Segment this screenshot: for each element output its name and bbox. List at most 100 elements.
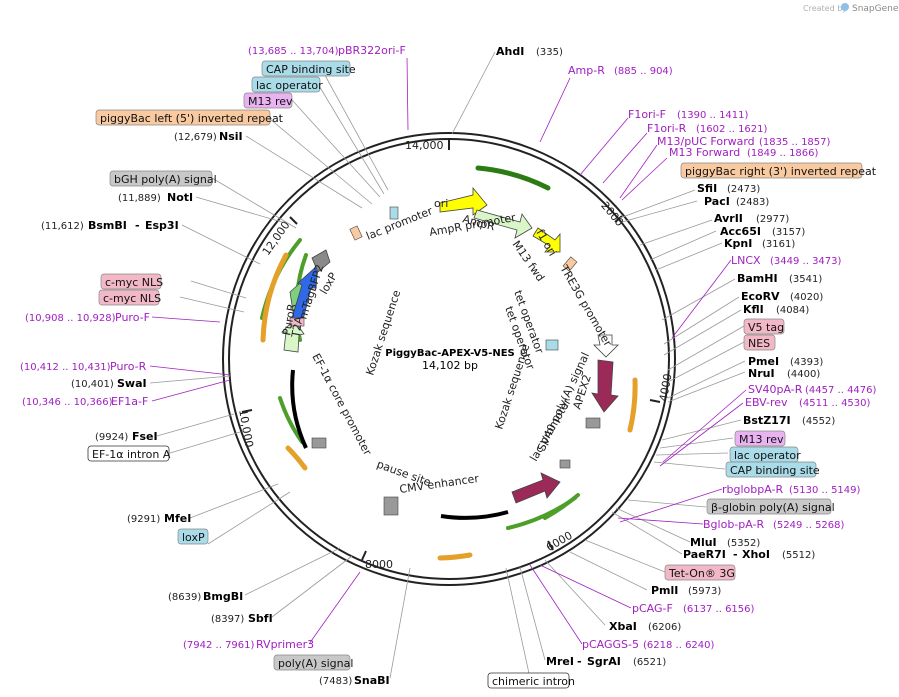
primer-pcaggs-5: pCAGGS-5	[582, 638, 639, 651]
primer-sv40pa-r: SV40pA-R	[748, 383, 803, 396]
enzyme-kpni-pos: (3161)	[762, 239, 795, 250]
tre3g-arrow	[593, 334, 619, 358]
feature-bglobin-polya: β-globin poly(A) signal	[711, 501, 835, 514]
inner-labels: ori AmpR AmpR promoter f1 ori M13 fwd la…	[280, 197, 614, 496]
enzyme-sfii-pos: (2473)	[727, 184, 760, 195]
primer-pcag-f: pCAG-F	[632, 602, 673, 615]
tick-2000	[614, 215, 623, 223]
feature-ef1a-intron: EF-1α intron A	[92, 448, 171, 461]
label-lac-promoter-top: lac promoter	[364, 204, 435, 243]
small-features	[289, 206, 601, 516]
enzyme-ecorv: EcoRV	[741, 290, 780, 303]
feature-piggybac-right: piggyBac right (3') inverted repeat	[685, 165, 877, 178]
enzyme-bsmbi-pos: (11,612)	[41, 221, 84, 232]
feature-loxp: loxP	[182, 531, 205, 544]
primer-ebv-rev-range: (4511 .. 4530)	[799, 398, 871, 409]
enzyme-paci-pos: (2483)	[736, 197, 769, 208]
primer-amp-r: Amp-R	[568, 64, 605, 77]
arc-piggybac-left	[260, 252, 289, 343]
feature-cmyc-nls-2: c-myc NLS	[103, 292, 161, 305]
enzyme-avrii: AvrII	[714, 212, 743, 225]
primer-ebv-rev: EBV-rev	[745, 396, 788, 409]
arc-ef1a	[278, 396, 304, 444]
enzyme-xbai-pos: (6206)	[648, 622, 681, 633]
snapgene-logo-icon	[841, 3, 849, 11]
primer-f1ori-r: F1ori-R	[647, 122, 687, 135]
primer-lncx-range: (3449 .. 3473)	[770, 256, 842, 267]
enzyme-noti: NotI	[167, 191, 193, 204]
primer-ef1a-f-range: (10,346 .. 10,366)	[22, 397, 113, 408]
enzyme-bstz17i: BstZ17I	[743, 414, 791, 427]
bp-ticks	[241, 140, 661, 561]
ef1a-core-arc	[290, 369, 308, 449]
leader-lines	[149, 51, 746, 679]
plasmid-name: PiggyBac-APEX-V5-NES	[385, 348, 515, 359]
primer-m13fwd-range: (1849 .. 1866)	[747, 148, 819, 159]
enzyme-snabi-pos: (7483)	[319, 676, 352, 687]
tick-label-4000: 4000	[657, 373, 675, 403]
feature-polya: poly(A) signal	[278, 657, 353, 670]
enzyme-irui: NruI	[748, 367, 775, 380]
enzyme-nsii-pos: (12,679)	[174, 132, 217, 143]
enzyme-bamhi-pos: (3541)	[789, 274, 822, 285]
mtagbfp2-arrow	[291, 264, 319, 321]
cmv-enhancer-arc	[440, 510, 509, 520]
enzyme-pmli-pos: (5973)	[688, 586, 721, 597]
tick-label-8000: 8000	[365, 558, 393, 571]
primer-f1ori-f-range: (1390 .. 1411)	[677, 110, 749, 121]
f1ori-arrow	[532, 227, 561, 253]
enzyme-xhoi-pos: (5512)	[782, 550, 815, 561]
enzyme-sgrai-pos: (6521)	[633, 657, 666, 668]
feature-cap-right: CAP binding site	[730, 464, 820, 477]
enzyme-bmgbi: BmgBI	[203, 590, 243, 603]
enzyme-labels: AhdI (335) SfiI (2473) PacI (2483) AvrII…	[41, 45, 835, 687]
feature-lac-operator-left: lac operator	[256, 79, 323, 92]
enzyme-fsei: FseI	[132, 430, 158, 443]
tick-4000	[649, 399, 661, 403]
label-tre3g: TRE3G promoter	[557, 262, 615, 349]
enzyme-mfei: MfeI	[164, 512, 191, 525]
enzyme-esp3i: Esp3I	[145, 219, 179, 232]
enzyme-mlui-pos: (5352)	[727, 538, 760, 549]
primer-bglob-pa-r-range: (5249 .. 5268)	[773, 520, 845, 531]
tick-6000	[547, 540, 554, 551]
primer-f1ori-f: F1ori-F	[628, 108, 666, 121]
enzyme-acc65i-pos: (3157)	[772, 227, 805, 238]
plasmid-length: 14,102 bp	[422, 359, 478, 372]
arc-ampr-promoter	[475, 165, 551, 191]
enzyme-nsii: NsiI	[219, 130, 243, 143]
primer-m13puc-range: (1835 .. 1857)	[759, 137, 831, 148]
ori-arrow	[439, 186, 488, 216]
primer-amp-r-range: (885 .. 904)	[614, 66, 673, 77]
enzyme-acc65i: Acc65I	[720, 225, 761, 238]
boxed-feature-labels: piggyBac right (3') inverted repeat V5 t…	[87, 60, 877, 689]
primer-m13fwd: M13 Forward	[669, 146, 740, 159]
primer-f1ori-r-range: (1602 .. 1621)	[696, 124, 768, 135]
primer-rbglobpa-r-range: (5130 .. 5149)	[789, 485, 861, 496]
primer-bglob-pa-r: Bglob-pA-R	[703, 518, 765, 531]
ampr-arrow	[473, 209, 533, 239]
enzyme-noti-pos: (11,889)	[118, 193, 161, 204]
apex2-arrow	[591, 359, 619, 413]
tick-12000	[289, 216, 298, 225]
enzyme-fsei-pos: (9924)	[95, 432, 128, 443]
enzyme-mlui: MluI	[690, 536, 717, 549]
feature-nes: NES	[748, 337, 770, 350]
enzyme-ahdi: AhdI	[496, 45, 524, 58]
feature-lac-operator-right: lac operator	[734, 449, 801, 462]
enzyme-irui-pos: (4400)	[787, 369, 820, 380]
enzyme-paci: PacI	[704, 195, 730, 208]
puror-arrow	[281, 319, 305, 353]
primer-puro-r: Puro-R	[110, 360, 147, 373]
tick-8000	[361, 550, 367, 561]
feature-tet-on: Tet-On® 3G	[668, 567, 735, 580]
primer-pbr322: pBR322ori-F	[338, 44, 406, 57]
loxp-box	[311, 249, 331, 273]
enzyme-sgrai: SgrAI	[587, 655, 621, 668]
tick-10000	[241, 409, 253, 413]
primer-leader-lines	[149, 57, 747, 645]
primer-sv40pa-r-range: (4457 .. 4476)	[805, 385, 877, 396]
enzyme-sgrai-dash: -	[577, 655, 582, 668]
arc-polyA	[285, 445, 308, 471]
feature-arrows	[281, 186, 619, 504]
